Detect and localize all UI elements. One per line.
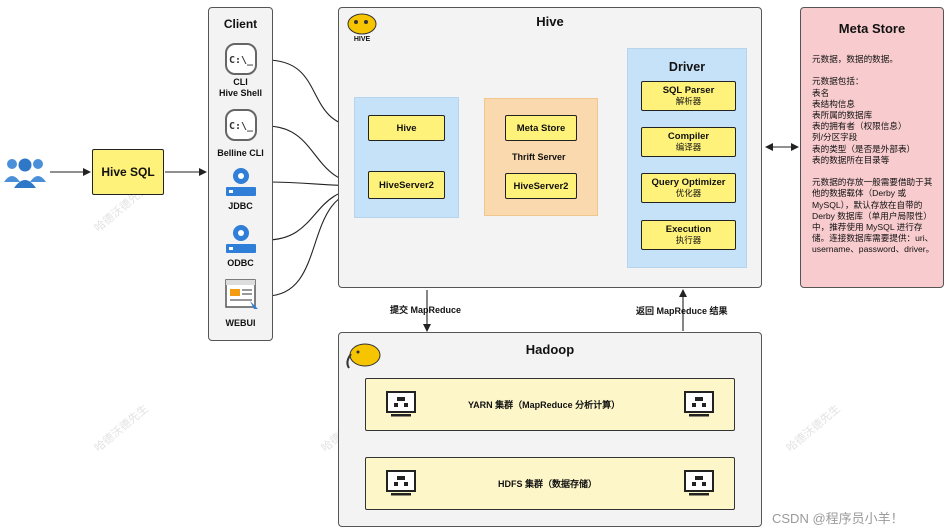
server-icon — [683, 469, 715, 499]
hdfs-cluster-label: HDFS 集群（数据存储） — [498, 479, 598, 489]
driver-step-name: Query Optimizer — [651, 177, 726, 188]
meta-store-panel — [800, 7, 944, 288]
driver-step-sub: 优化器 — [675, 188, 702, 198]
hadoop-elephant-icon — [343, 338, 385, 370]
yarn-cluster-label: YARN 集群（MapReduce 分析计算） — [468, 400, 621, 410]
terminal-icon: C:\_ — [224, 42, 258, 76]
thrift-server-label: Thrift Server — [512, 152, 566, 162]
database-gear-icon — [222, 220, 260, 256]
hive-server-hive-box: Hive — [368, 115, 445, 141]
hive-logo-icon: HIVE — [342, 11, 382, 43]
meta-store-box: Meta Store — [505, 115, 577, 141]
client-title: Client — [223, 17, 258, 31]
database-gear-icon — [222, 163, 260, 199]
driver-step-execution: Execution 执行器 — [641, 220, 736, 250]
hdfs-cluster-box — [365, 457, 735, 510]
server-icon — [385, 390, 417, 420]
driver-step-sub: 解析器 — [675, 96, 702, 106]
return-mapreduce-label: 返回 MapReduce 结果 — [636, 306, 728, 316]
driver-title: Driver — [668, 60, 706, 74]
client-item-cli-label: CLI Hive Shell — [218, 77, 263, 98]
driver-step-compiler: Compiler 编译器 — [641, 127, 736, 157]
svg-text:C:\_: C:\_ — [229, 55, 254, 66]
hive-server-hiveserver2-box: HiveServer2 — [368, 171, 445, 199]
meta-store-description: 元数据，数据的数据。 元数据包括： 表名 表结构信息 表所属的数据库 表的拥有者… — [812, 54, 935, 255]
driver-step-query-optimizer: Query Optimizer 优化器 — [641, 173, 736, 203]
submit-mapreduce-label: 提交 MapReduce — [390, 305, 462, 315]
hive-sql-box: Hive SQL — [92, 149, 164, 195]
client-item-jdbc-label: JDBC — [228, 201, 253, 211]
driver-step-name: Compiler — [667, 131, 710, 142]
hadoop-title: Hadoop — [525, 342, 575, 357]
server-icon — [683, 390, 715, 420]
driver-step-name: Execution — [665, 224, 712, 235]
client-item-odbc-label: ODBC — [227, 258, 254, 268]
meta-store-title: Meta Store — [838, 21, 906, 36]
client-item-webui-label: WEBUI — [225, 318, 256, 328]
svg-text:C:\_: C:\_ — [229, 121, 254, 132]
driver-step-sub: 执行器 — [675, 235, 702, 245]
users-icon — [2, 152, 48, 190]
web-page-icon — [224, 277, 260, 313]
client-item-beeline-label: Belline CLI — [217, 148, 264, 158]
driver-step-sql-parser: SQL Parser 解析器 — [641, 81, 736, 111]
terminal-icon: C:\_ — [224, 108, 258, 142]
driver-step-name: SQL Parser — [662, 85, 715, 96]
csdn-watermark: CSDN @程序员小羊！ — [772, 511, 904, 526]
driver-step-sub: 编译器 — [675, 142, 702, 152]
hive-title: Hive — [536, 14, 564, 29]
yarn-cluster-box — [365, 378, 735, 431]
thrift-hiveserver2-box: HiveServer2 — [505, 173, 577, 199]
svg-text:HIVE: HIVE — [354, 36, 371, 43]
server-icon — [385, 469, 417, 499]
